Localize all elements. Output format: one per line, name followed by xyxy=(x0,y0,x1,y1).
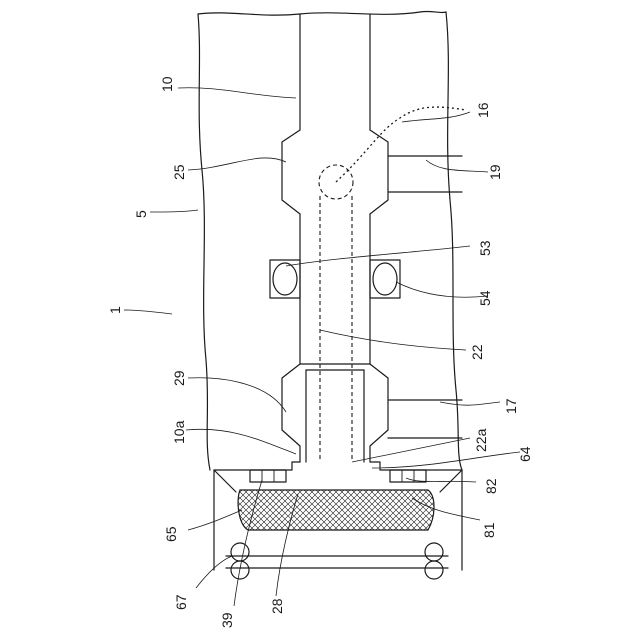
passage-16 xyxy=(336,107,466,182)
label-29: 29 xyxy=(171,370,187,386)
label-1: 1 xyxy=(107,306,123,314)
bearing-39 xyxy=(226,543,448,579)
label-82: 82 xyxy=(483,478,499,494)
label-17: 17 xyxy=(503,398,519,414)
label-16: 16 xyxy=(475,102,491,118)
label-22: 22 xyxy=(469,344,485,360)
inner-bore-22 xyxy=(319,165,353,462)
label-65: 65 xyxy=(163,526,179,542)
port-19 xyxy=(388,156,462,192)
bore-step xyxy=(300,364,370,462)
label-19: 19 xyxy=(487,164,503,180)
label-22a: 22a xyxy=(473,428,489,452)
label-64: 64 xyxy=(517,446,533,462)
housing xyxy=(198,11,462,470)
port-17 xyxy=(388,400,462,438)
label-10: 10 xyxy=(159,76,175,92)
label-25: 25 xyxy=(171,164,187,180)
seal-53 xyxy=(270,260,300,298)
collar-29 xyxy=(282,364,388,462)
seal-54 xyxy=(370,260,400,298)
label-5: 5 xyxy=(133,210,149,218)
label-39: 39 xyxy=(219,612,235,628)
label-54: 54 xyxy=(477,290,493,306)
label-67: 67 xyxy=(173,594,189,610)
label-81: 81 xyxy=(481,522,497,538)
shaft-10 xyxy=(300,14,370,364)
label-10a: 10a xyxy=(171,420,187,444)
diaphragm-28 xyxy=(238,490,434,530)
collar-25 xyxy=(282,130,388,214)
label-53: 53 xyxy=(477,240,493,256)
label-28: 28 xyxy=(269,598,285,614)
